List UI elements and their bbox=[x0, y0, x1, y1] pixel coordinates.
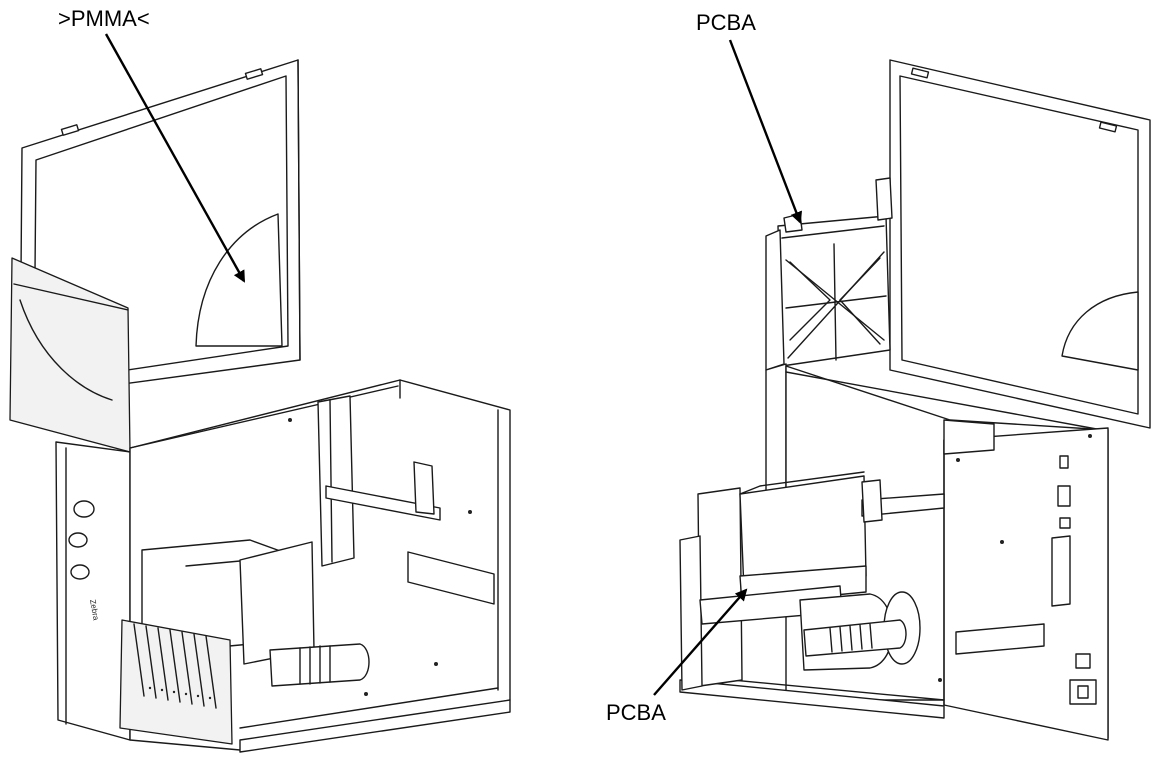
pcba-bracket bbox=[777, 177, 893, 367]
power-socket-icon bbox=[1069, 679, 1097, 705]
power-switch-icon[interactable] bbox=[1075, 653, 1091, 669]
right-cover bbox=[889, 59, 1151, 429]
serial-port-icon bbox=[1057, 485, 1071, 507]
pcba-top-arrow bbox=[728, 39, 803, 224]
left-printer: Zebra bbox=[9, 59, 511, 753]
left-body bbox=[119, 379, 511, 753]
cancel-button-icon[interactable] bbox=[70, 564, 90, 580]
parallel-port-icon bbox=[1051, 535, 1071, 607]
pause-button-icon[interactable] bbox=[68, 532, 88, 548]
right-side-panel bbox=[765, 229, 787, 513]
right-printer bbox=[679, 59, 1151, 741]
pcba-bottom-label: PCBA bbox=[606, 700, 666, 725]
usb-port-icon bbox=[1059, 517, 1071, 529]
pmma-arrow bbox=[104, 33, 246, 283]
right-body bbox=[679, 365, 1109, 741]
pmma-label: >PMMA< bbox=[58, 6, 150, 31]
feed-button-icon[interactable] bbox=[73, 500, 95, 518]
pcba-top-label: PCBA bbox=[696, 10, 756, 35]
left-front-panel: Zebra bbox=[55, 441, 131, 741]
svg-text:Zebra: Zebra bbox=[88, 599, 101, 622]
pcba-bottom-arrow bbox=[653, 588, 748, 696]
